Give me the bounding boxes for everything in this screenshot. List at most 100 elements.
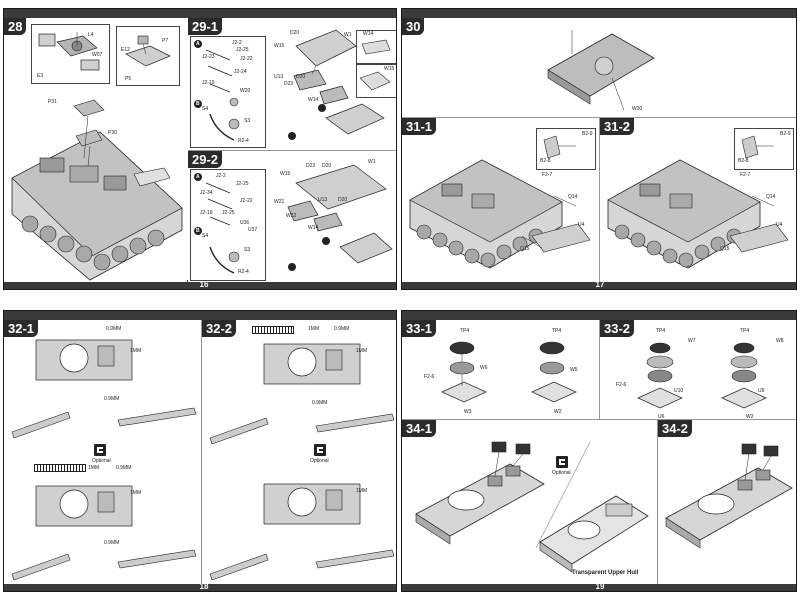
thickness-label: 1MM [130,348,142,354]
upper-hull-drawing [415,441,545,545]
thickness-label: 0.9MM [106,326,122,332]
part-label: B2-8 [540,158,551,164]
subassembly-box-left [31,24,110,84]
part-label: P7 [162,38,169,44]
part-label: D20 [322,163,332,169]
inset-box [536,128,596,170]
part-label: J2-23 [202,54,215,60]
rear-plate-drawing [288,29,385,140]
inset-box-w15 [356,64,396,98]
step-number: 29-1 [188,18,223,35]
divider-line [535,441,591,549]
tank-hull-drawing [409,159,591,269]
part-label: W2 [554,409,562,415]
part-label: B2-9 [582,131,593,137]
page-number: 18 [199,582,209,591]
tank-hull-drawing [607,159,789,269]
thickness-label: 1MM [308,326,320,332]
part-label: W30 [632,106,643,112]
page-18: 18 32-1 0.9MM 1MM 0.9MM Optional 1MM 0.9… [3,310,397,592]
part-label: W15 [274,43,285,49]
page-top-bar [402,311,796,320]
step-34-2: 34-2 [658,420,796,584]
page-bottom-bar [4,280,396,289]
part-label: TP4 [552,328,562,334]
part-label: J2-19 [202,80,215,86]
optional-icon [556,456,568,468]
step-33-2: 33-2 TP4 TP4 W7 W8 F2-6 U10 U9 U6 W2 [600,320,796,420]
optional-icon [94,444,106,456]
part-label: B2-9 [780,131,791,137]
step-29-2: 29-2 A B J2-2 J2-25 J2-34 J2-22 J2-19 J2… [188,150,396,282]
part-label: F2-7 [542,172,553,178]
suspension-detail-box [190,169,266,281]
part-label: W22 [286,213,297,219]
page-16: 16 28 L4 W07 E3 E12 P7 P5 [3,8,397,290]
optional-label: Optional [92,458,111,464]
step-32-1: 32-1 0.9MM 1MM 0.9MM Optional 1MM 0.9MM … [4,320,202,584]
part-label: F2-6 [616,382,627,388]
subassembly-box-right [116,26,180,86]
part-label: D23 [306,163,316,169]
step-31-1: 31-1 B2-9 B2-8 F2-7 Q14 U4 Q15 [402,118,600,282]
page-number: 16 [199,280,209,289]
transparent-hull-drawing [539,495,649,573]
part-label: F2-7 [740,172,751,178]
part-label: U13 [318,197,328,203]
part-label: W07 [92,52,103,58]
part-label: TP4 [656,328,666,334]
part-label: W1 [344,32,352,38]
part-label: W1 [368,159,376,165]
side-rail-drawing [11,549,197,581]
hull-top-plate-drawing [35,339,133,381]
hatch-assembly-right [531,341,577,403]
part-label: D20 [296,74,306,80]
inset-box-w14 [356,30,396,64]
part-label: S4 [202,106,209,112]
step-number: 32-1 [4,320,39,337]
thickness-label: 1MM [356,348,368,354]
part-label: W3 [464,409,472,415]
hatch-assembly-left [441,341,487,403]
part-label: D20 [290,30,300,36]
hatch-assembly-left [637,342,683,409]
part-label: U4 [578,222,585,228]
step-34-1: 34-1 Optional Transparent Upper Hull [402,420,658,584]
part-label: W7 [688,338,696,344]
part-label: W20 [240,88,251,94]
tow-hook-inset-drawing [741,135,774,159]
step-33-1: 33-1 TP4 TP4 W6 W5 F2-6 W3 W2 [402,320,600,420]
optional-icon [314,444,326,456]
step-28: 28 L4 W07 E3 E12 P7 P5 [4,18,187,282]
step-number: 31-2 [600,118,635,135]
step-number: 34-1 [402,420,437,437]
part-label: W15 [384,66,395,72]
page-top-bar [4,9,396,18]
part-label: W6 [480,365,488,371]
page-bottom-bar [4,582,396,591]
step-30: 30 W30 [402,18,796,118]
suspension-arm-drawing [194,173,240,274]
part-label: E12 [121,47,130,53]
optional-label: Optional [552,470,571,476]
part-label: U10 [674,388,684,394]
part-label: J2-19 [200,210,213,216]
part-label: J2-22 [240,56,253,62]
step-number: 31-1 [402,118,437,135]
part-label: J2-25 [236,47,249,53]
part-label: W14 [363,31,374,37]
part-label: J2-2 [216,173,226,179]
page-bottom-bar [402,280,796,289]
etch-strip [252,326,294,334]
tank-hull-drawing [11,99,183,281]
page-bottom-bar [402,582,796,591]
part-label: TP4 [740,328,750,334]
inset-box [734,128,794,170]
thickness-label: 0.9MM [104,396,120,402]
step-32-2: 32-2 1MM 0.9MM 1MM 0.9MM Optional 1MM [202,320,396,584]
part-label: B2-8 [738,158,749,164]
part-label: Q14 [568,194,578,200]
callout-marker-a: A [196,41,200,47]
suspension-detail-box [190,36,266,148]
page-top-bar [4,311,396,320]
